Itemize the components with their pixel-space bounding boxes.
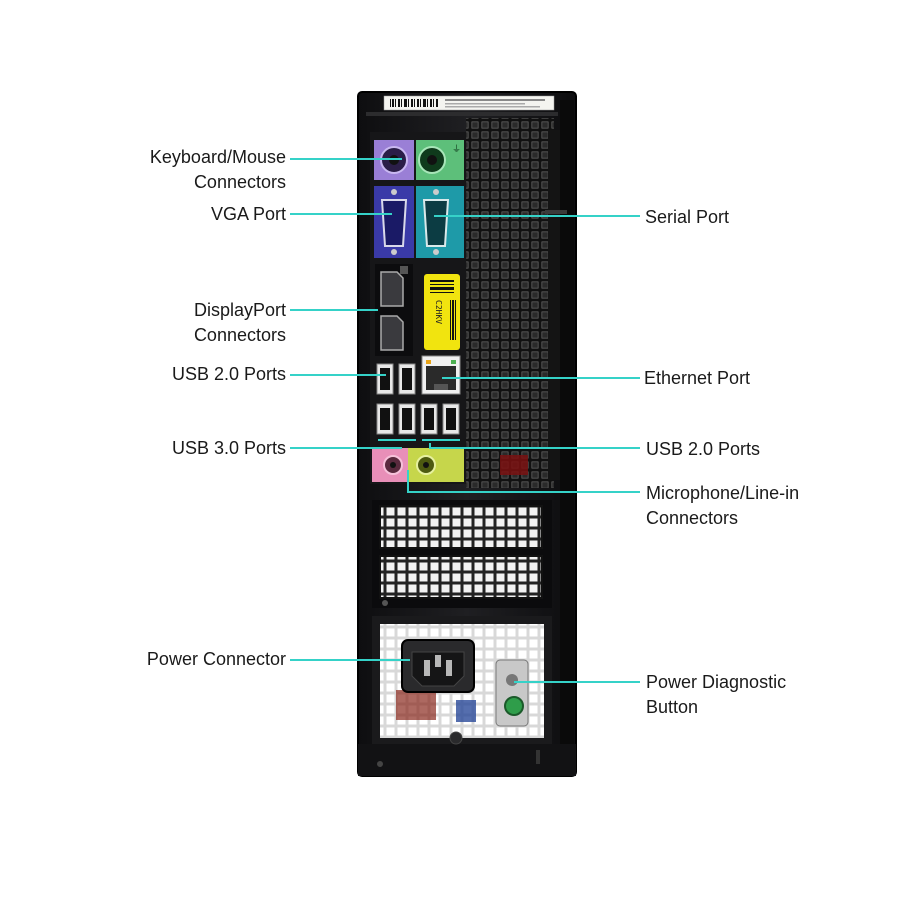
label-usb2-ports-right: USB 2.0 Ports xyxy=(646,439,761,459)
displayport-ports xyxy=(375,264,413,356)
audio-ports xyxy=(372,448,464,482)
label-keyboard-mouse-connectors: Keyboard/Mouse Connectors xyxy=(150,145,286,195)
label-microphone-line1: Microphone/Line-in xyxy=(646,483,800,503)
chassis-bottom xyxy=(358,731,576,776)
vga-port xyxy=(374,186,414,258)
rear-vent-grill xyxy=(466,118,554,488)
label-displayport-connectors: DisplayPort Connectors xyxy=(194,298,286,348)
ethernet-port-connector xyxy=(421,355,461,395)
label-displayport-line2: Connectors xyxy=(193,325,286,345)
label-usb2-ports-left: USB 2.0 Ports xyxy=(171,364,286,384)
rear-vent-side xyxy=(548,130,560,480)
label-microphone-line2: Connectors xyxy=(646,508,739,528)
expansion-slots xyxy=(372,500,552,608)
leader-mic xyxy=(407,470,640,493)
service-tag-label xyxy=(383,95,555,111)
label-power-diagnostic-line2: Button xyxy=(646,697,699,717)
usb-2-ports-right xyxy=(420,403,460,435)
label-power-diagnostic-line1: Power Diagnostic xyxy=(646,672,787,692)
label-keyboard-mouse-line2: Connectors xyxy=(193,172,286,192)
svg-text:⏚: ⏚ xyxy=(452,144,461,155)
label-power-connector: Power Connector xyxy=(146,649,286,669)
label-displayport-line1: DisplayPort xyxy=(193,300,286,320)
fan-cable xyxy=(500,455,528,475)
power-diagnostic-button xyxy=(495,659,529,727)
label-power-diagnostic-button: Power Diagnostic Button xyxy=(646,670,786,720)
leader-usb2-right xyxy=(429,443,640,449)
usb-2-ports-left xyxy=(376,363,416,395)
serial-port-connector xyxy=(416,186,464,258)
label-usb3-ports: USB 3.0 Ports xyxy=(171,438,286,458)
label-keyboard-mouse-line1: Keyboard/Mouse xyxy=(149,147,286,167)
power-connector-socket xyxy=(401,639,475,693)
leader-lines xyxy=(290,158,640,683)
label-ethernet-port: Ethernet Port xyxy=(644,368,751,388)
model-sticker: C2HKV xyxy=(424,274,460,350)
usb-3-ports xyxy=(376,403,416,435)
label-microphone-line-in: Microphone/Line-in Connectors xyxy=(646,481,799,531)
label-vga-port: VGA Port xyxy=(210,204,286,224)
label-serial-port: Serial Port xyxy=(645,207,730,227)
sticker-text: C2HKV xyxy=(434,300,443,324)
